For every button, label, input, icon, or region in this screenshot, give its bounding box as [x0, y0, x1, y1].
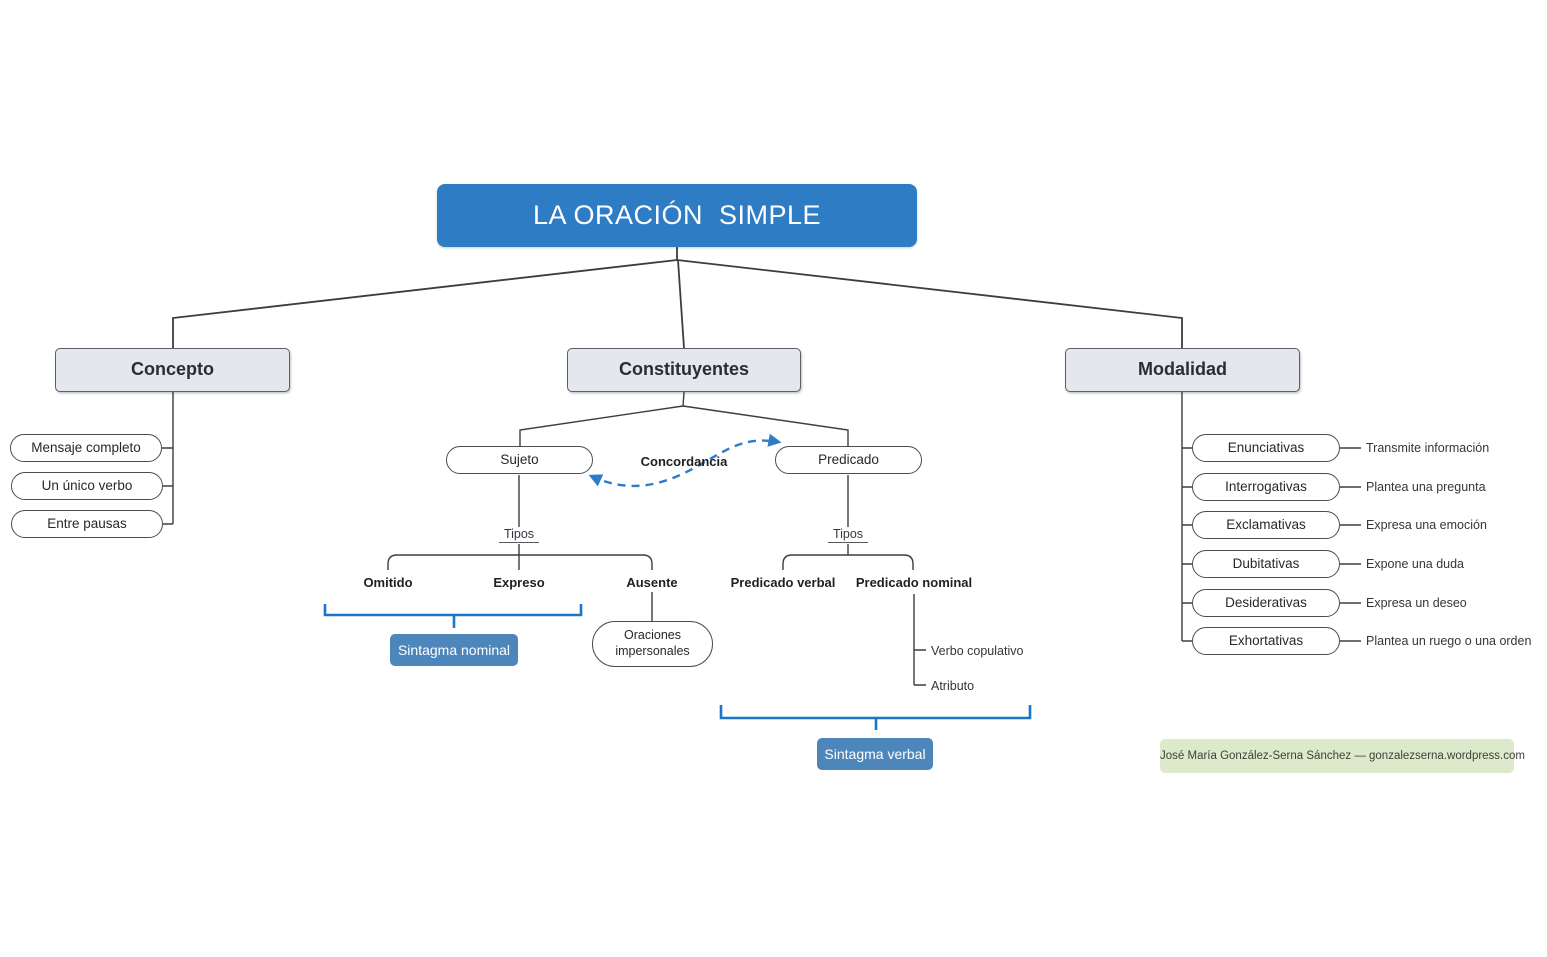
concepto-item-entre-pausas: Entre pausas: [11, 510, 163, 538]
sujeto-node: Sujeto: [446, 446, 593, 474]
modalidad-item-dubitativas: Dubitativas: [1192, 550, 1340, 578]
oraciones-impersonales-node: Oraciones impersonales: [592, 621, 713, 667]
constituyentes-fork-lines: [519, 391, 849, 446]
modalidad-desc-exhortativas: Plantea un ruego o una orden: [1366, 634, 1532, 648]
predicado-tipos-label: Tipos: [827, 527, 869, 543]
modalidad-desc-interrogativas: Plantea una pregunta: [1366, 480, 1486, 494]
concepto-item-un-unico-verbo: Un único verbo: [11, 472, 163, 500]
concepto-branch-lines: [162, 392, 174, 525]
title-node: LA ORACIÓN SIMPLE: [437, 184, 917, 247]
modalidad-desc-desiderativas: Expresa un deseo: [1366, 596, 1467, 610]
modalidad-desc-exclamativas: Expresa una emoción: [1366, 518, 1487, 532]
modalidad-item-desiderativas: Desiderativas: [1192, 589, 1340, 617]
sujeto-tipo-omitido: Omitido: [363, 575, 413, 590]
concepto-item-mensaje-completo: Mensaje completo: [10, 434, 162, 462]
constituyentes-header: Constituyentes: [567, 348, 801, 392]
sintagma-verbal-bracket: [719, 705, 1032, 730]
modalidad-item-exclamativas: Exclamativas: [1192, 511, 1340, 539]
predicado-verbal-label: Predicado verbal: [730, 575, 836, 590]
modalidad-branch-lines: [1181, 392, 1361, 642]
sintagma-verbal-badge: Sintagma verbal: [817, 738, 933, 770]
sujeto-tipo-ausente: Ausente: [626, 575, 678, 590]
verbo-copulativo-label: Verbo copulativo: [931, 644, 1024, 658]
concordancia-arrow: [588, 433, 782, 488]
concepto-header: Concepto: [55, 348, 290, 392]
sujeto-tipos-label: Tipos: [498, 527, 540, 543]
sintagma-nominal-badge: Sintagma nominal: [390, 634, 518, 666]
tree-lines: [172, 247, 1183, 349]
modalidad-item-exhortativas: Exhortativas: [1192, 627, 1340, 655]
predicado-node: Predicado: [775, 446, 922, 474]
modalidad-item-interrogativas: Interrogativas: [1192, 473, 1340, 501]
concordancia-label: Concordancia: [640, 454, 728, 469]
sintagma-nominal-bracket: [323, 604, 583, 628]
sujeto-branch-lines: [387, 475, 653, 621]
attribution-note: José María González-Serna Sánchez — gonz…: [1160, 739, 1525, 773]
atributo-label: Atributo: [931, 679, 975, 693]
predicado-branch-lines: [782, 475, 926, 686]
predicado-nominal-label: Predicado nominal: [855, 575, 973, 590]
sujeto-tipo-expreso: Expreso: [493, 575, 545, 590]
modalidad-desc-dubitativas: Expone una duda: [1366, 557, 1465, 571]
modalidad-desc-enunciativas: Transmite información: [1366, 441, 1490, 455]
modalidad-header: Modalidad: [1065, 348, 1300, 392]
modalidad-item-enunciativas: Enunciativas: [1192, 434, 1340, 462]
